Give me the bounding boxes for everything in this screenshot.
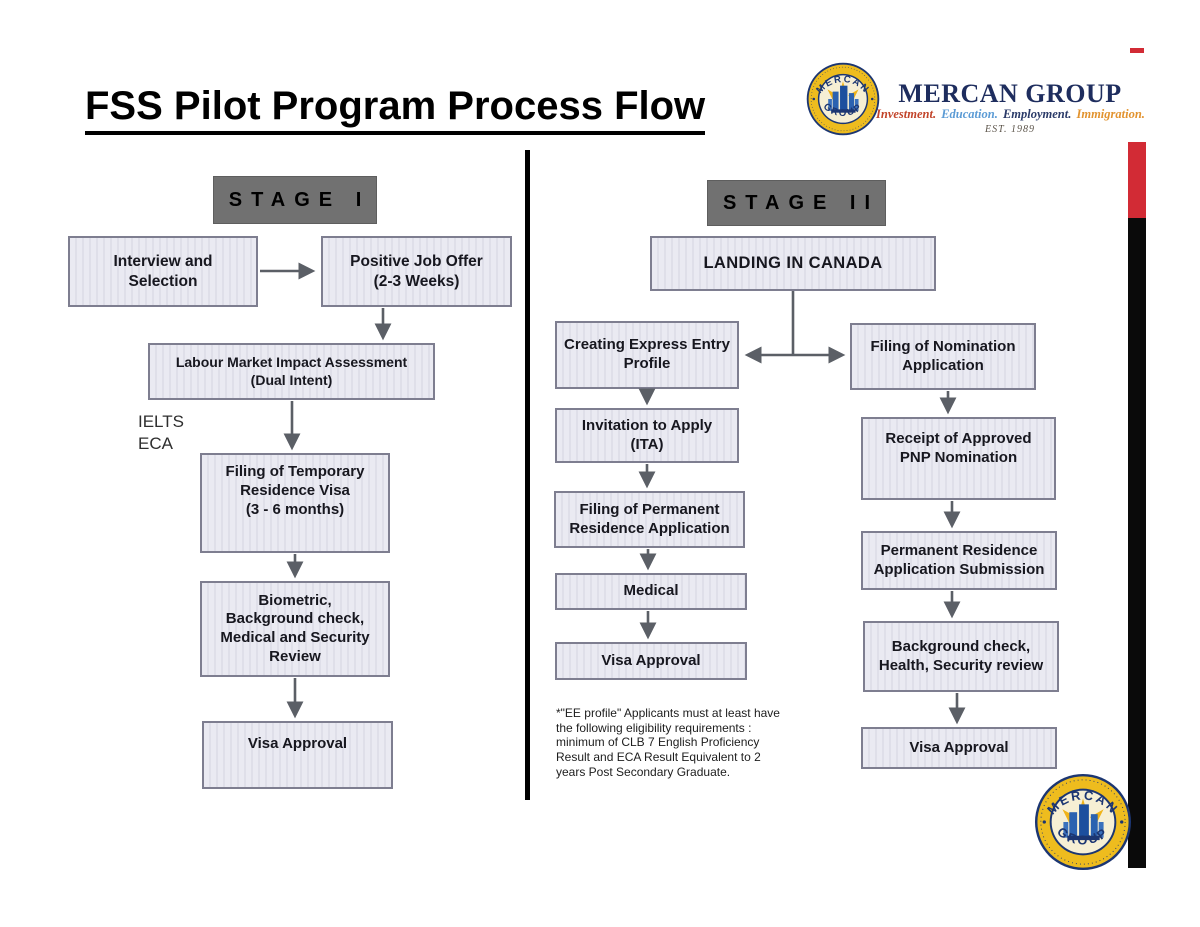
node-temporary-residence-visa: Filing of Temporary Residence Visa (3 - …	[200, 453, 390, 553]
node-nomination-application: Filing of Nomination Application	[850, 323, 1036, 390]
side-bar-black-segment	[1128, 218, 1146, 868]
stage1-header: STAGE I	[213, 176, 377, 224]
logo-buildings-icon	[828, 85, 859, 113]
mercan-logo-icon: MERCAN GROUP	[806, 62, 880, 136]
page-title: FSS Pilot Program Process Flow	[85, 84, 706, 135]
tagline-word-education: Education.	[941, 107, 998, 121]
node-background-health-security: Background check, Health, Security revie…	[863, 621, 1059, 692]
slide-accent-dash	[1130, 48, 1144, 53]
node-stage2-right-visa-approval: Visa Approval	[861, 727, 1057, 769]
node-pr-application-submission: Permanent Residence Application Submissi…	[861, 531, 1057, 590]
stage-divider-line	[525, 150, 530, 800]
node-positive-job-offer: Positive Job Offer (2-3 Weeks)	[321, 236, 512, 307]
node-pnp-nomination-receipt: Receipt of Approved PNP Nomination	[861, 417, 1056, 500]
brand-established: EST. 1989	[985, 124, 1035, 135]
tagline-word-immigration: Immigration.	[1076, 107, 1145, 121]
brand-name: MERCAN GROUP	[898, 79, 1122, 108]
mercan-logo-icon-footer: MERCAN GROUP	[1034, 773, 1132, 871]
node-invitation-to-apply: Invitation to Apply (ITA)	[555, 408, 739, 463]
node-medical: Medical	[555, 573, 747, 610]
node-interview-selection: Interview and Selection	[68, 236, 258, 307]
brand-tagline: Investment. Education. Employment. Immig…	[875, 107, 1145, 122]
stage2-header: STAGE II	[707, 180, 886, 226]
ee-profile-footnote: *"EE profile" Applicants must at least h…	[556, 706, 780, 779]
tagline-word-employment: Employment.	[1002, 107, 1072, 121]
node-stage1-visa-approval: Visa Approval	[202, 721, 393, 789]
node-lmia: Labour Market Impact Assessment (Dual In…	[148, 343, 435, 400]
node-express-entry-profile: Creating Express Entry Profile	[555, 321, 739, 389]
svg-text:GROUP: GROUP	[1054, 824, 1111, 848]
ielts-eca-note: IELTS ECA	[138, 412, 184, 454]
node-pr-application-filing: Filing of Permanent Residence Applicatio…	[554, 491, 745, 548]
side-bar-red-segment	[1128, 142, 1146, 218]
svg-text:GROUP: GROUP	[821, 101, 865, 119]
node-stage2-left-visa-approval: Visa Approval	[555, 642, 747, 680]
node-biometric-background: Biometric, Background check, Medical and…	[200, 581, 390, 677]
node-landing-in-canada: LANDING IN CANADA	[650, 236, 936, 291]
tagline-word-investment: Investment.	[876, 107, 937, 121]
